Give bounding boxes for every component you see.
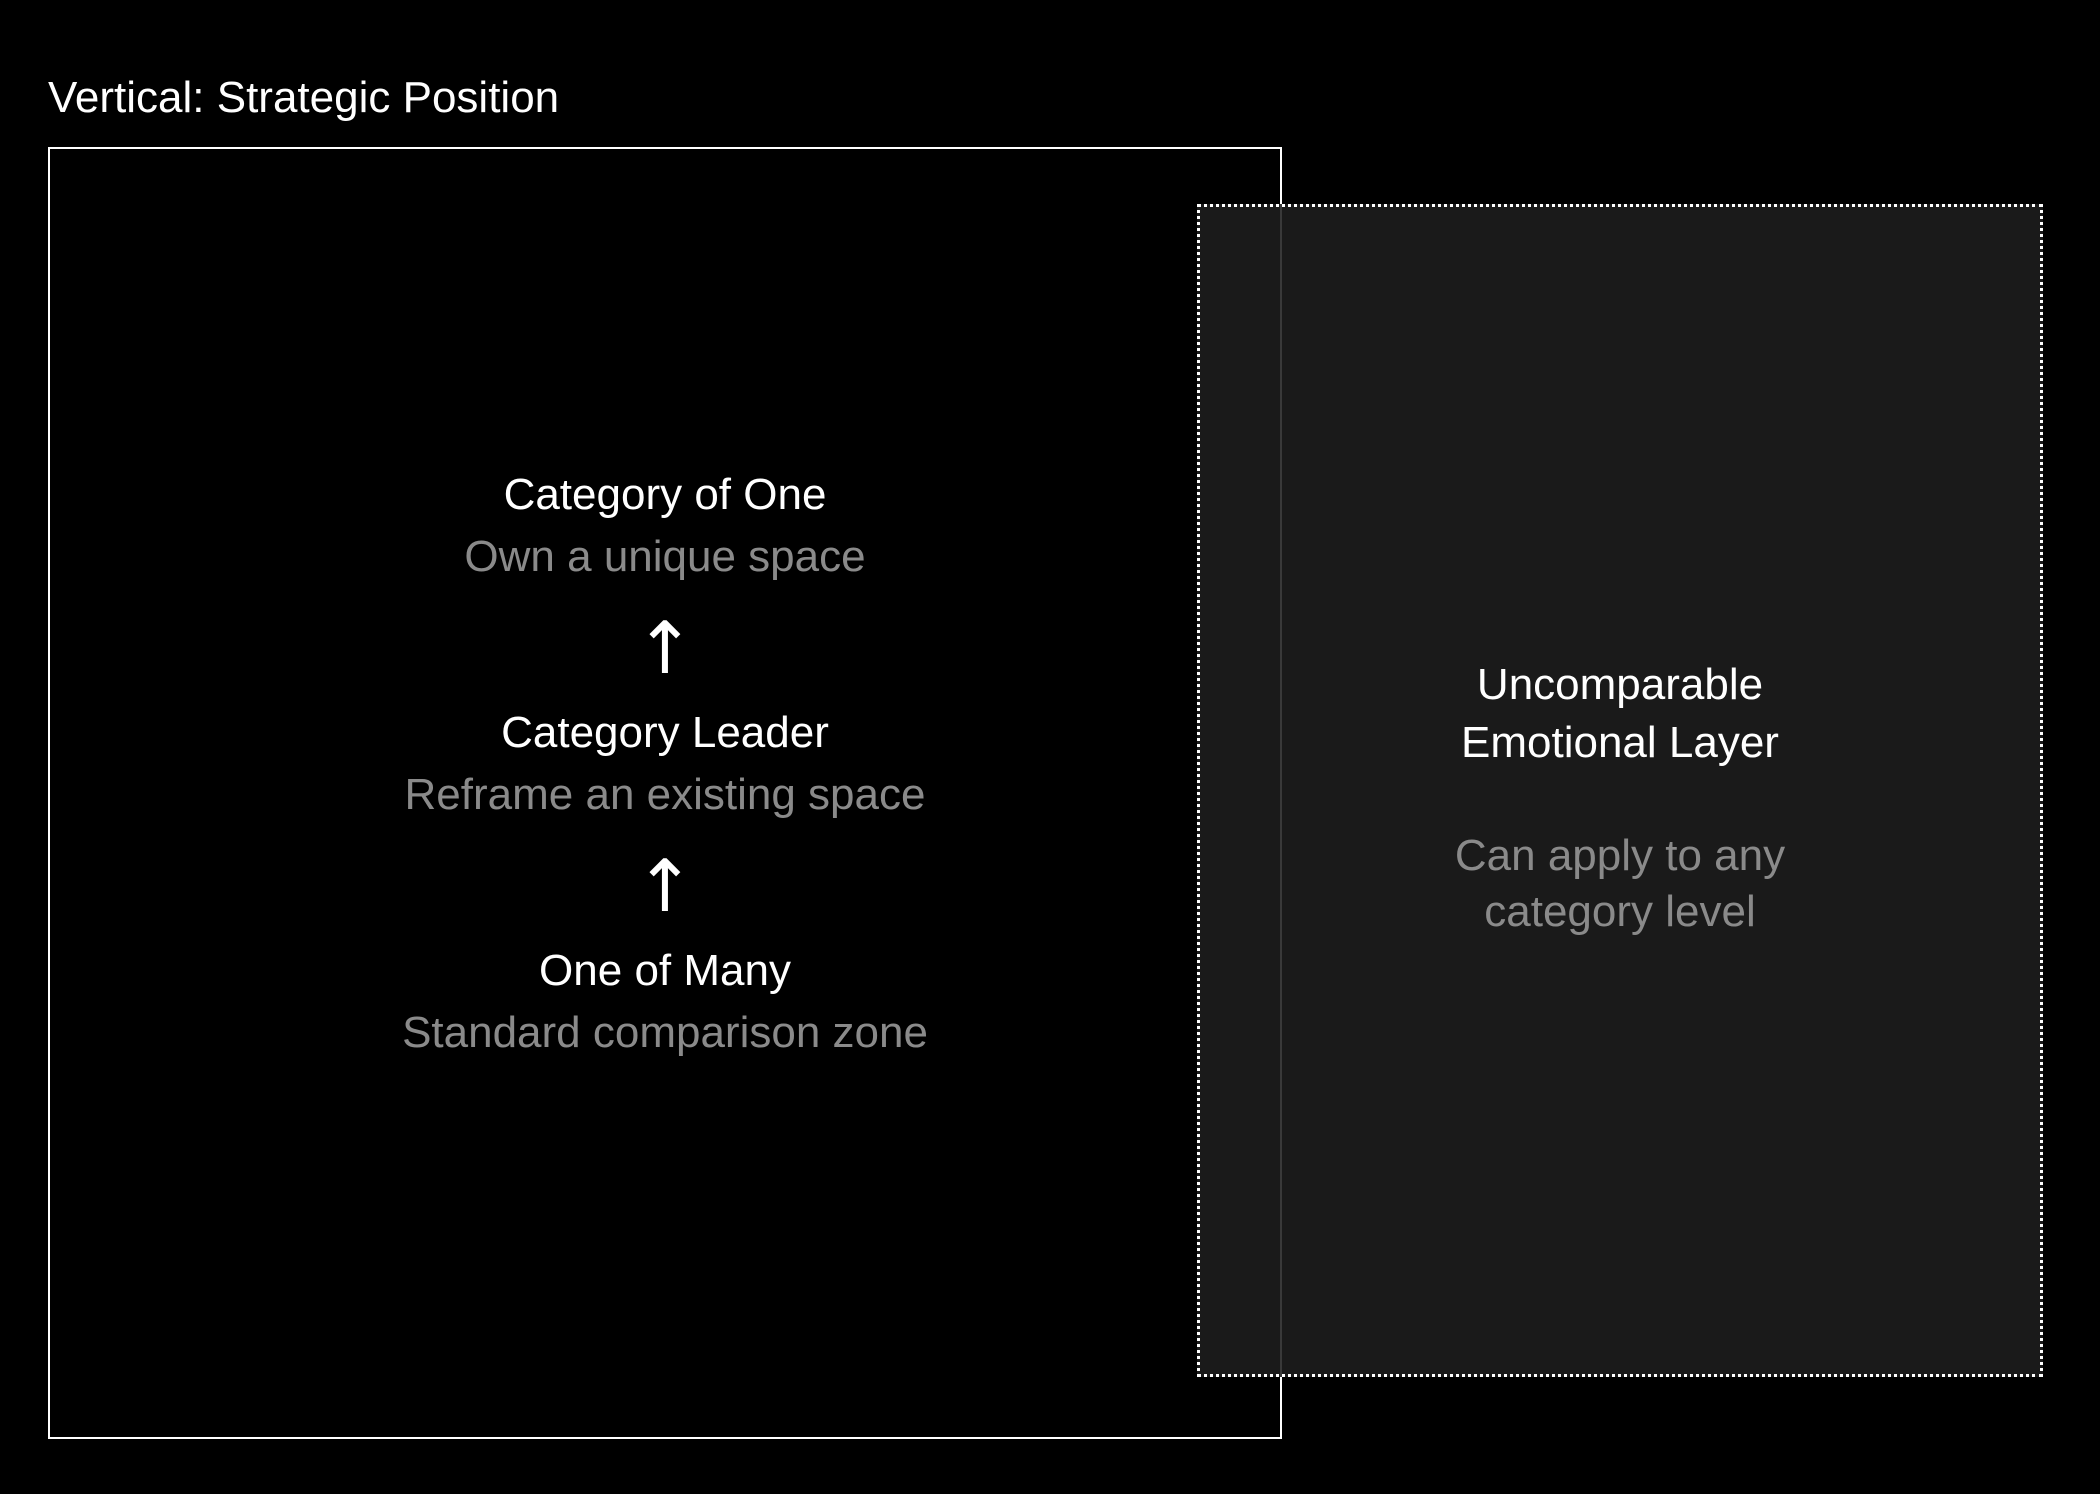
emotional-layer-panel: Uncomparable Emotional Layer Can apply t…: [1197, 656, 2043, 940]
side-panel-title: Uncomparable Emotional Layer: [1461, 660, 1779, 767]
level-one-of-many: One of Many Standard comparison zone: [48, 940, 1282, 1064]
diagram-title: Vertical: Strategic Position: [48, 73, 560, 122]
level-title: Category Leader: [501, 708, 829, 757]
level-category-leader: Category Leader Reframe an existing spac…: [48, 702, 1282, 826]
level-title: Category of One: [503, 470, 827, 519]
emotional-layer-box: [1197, 204, 2043, 1377]
level-subtitle: Own a unique space: [464, 532, 866, 581]
side-panel-subtitle: Can apply to any category level: [1454, 831, 1786, 936]
level-category-of-one: Category of One Own a unique space: [48, 464, 1282, 588]
level-title: One of Many: [539, 946, 791, 995]
arrow-up-icon: ↑: [634, 606, 696, 690]
level-subtitle: Reframe an existing space: [404, 770, 926, 819]
category-hierarchy: Category of One Own a unique space ↑ Cat…: [48, 464, 1282, 1064]
level-subtitle: Standard comparison zone: [402, 1008, 928, 1057]
arrow-up-icon: ↑: [634, 844, 696, 928]
